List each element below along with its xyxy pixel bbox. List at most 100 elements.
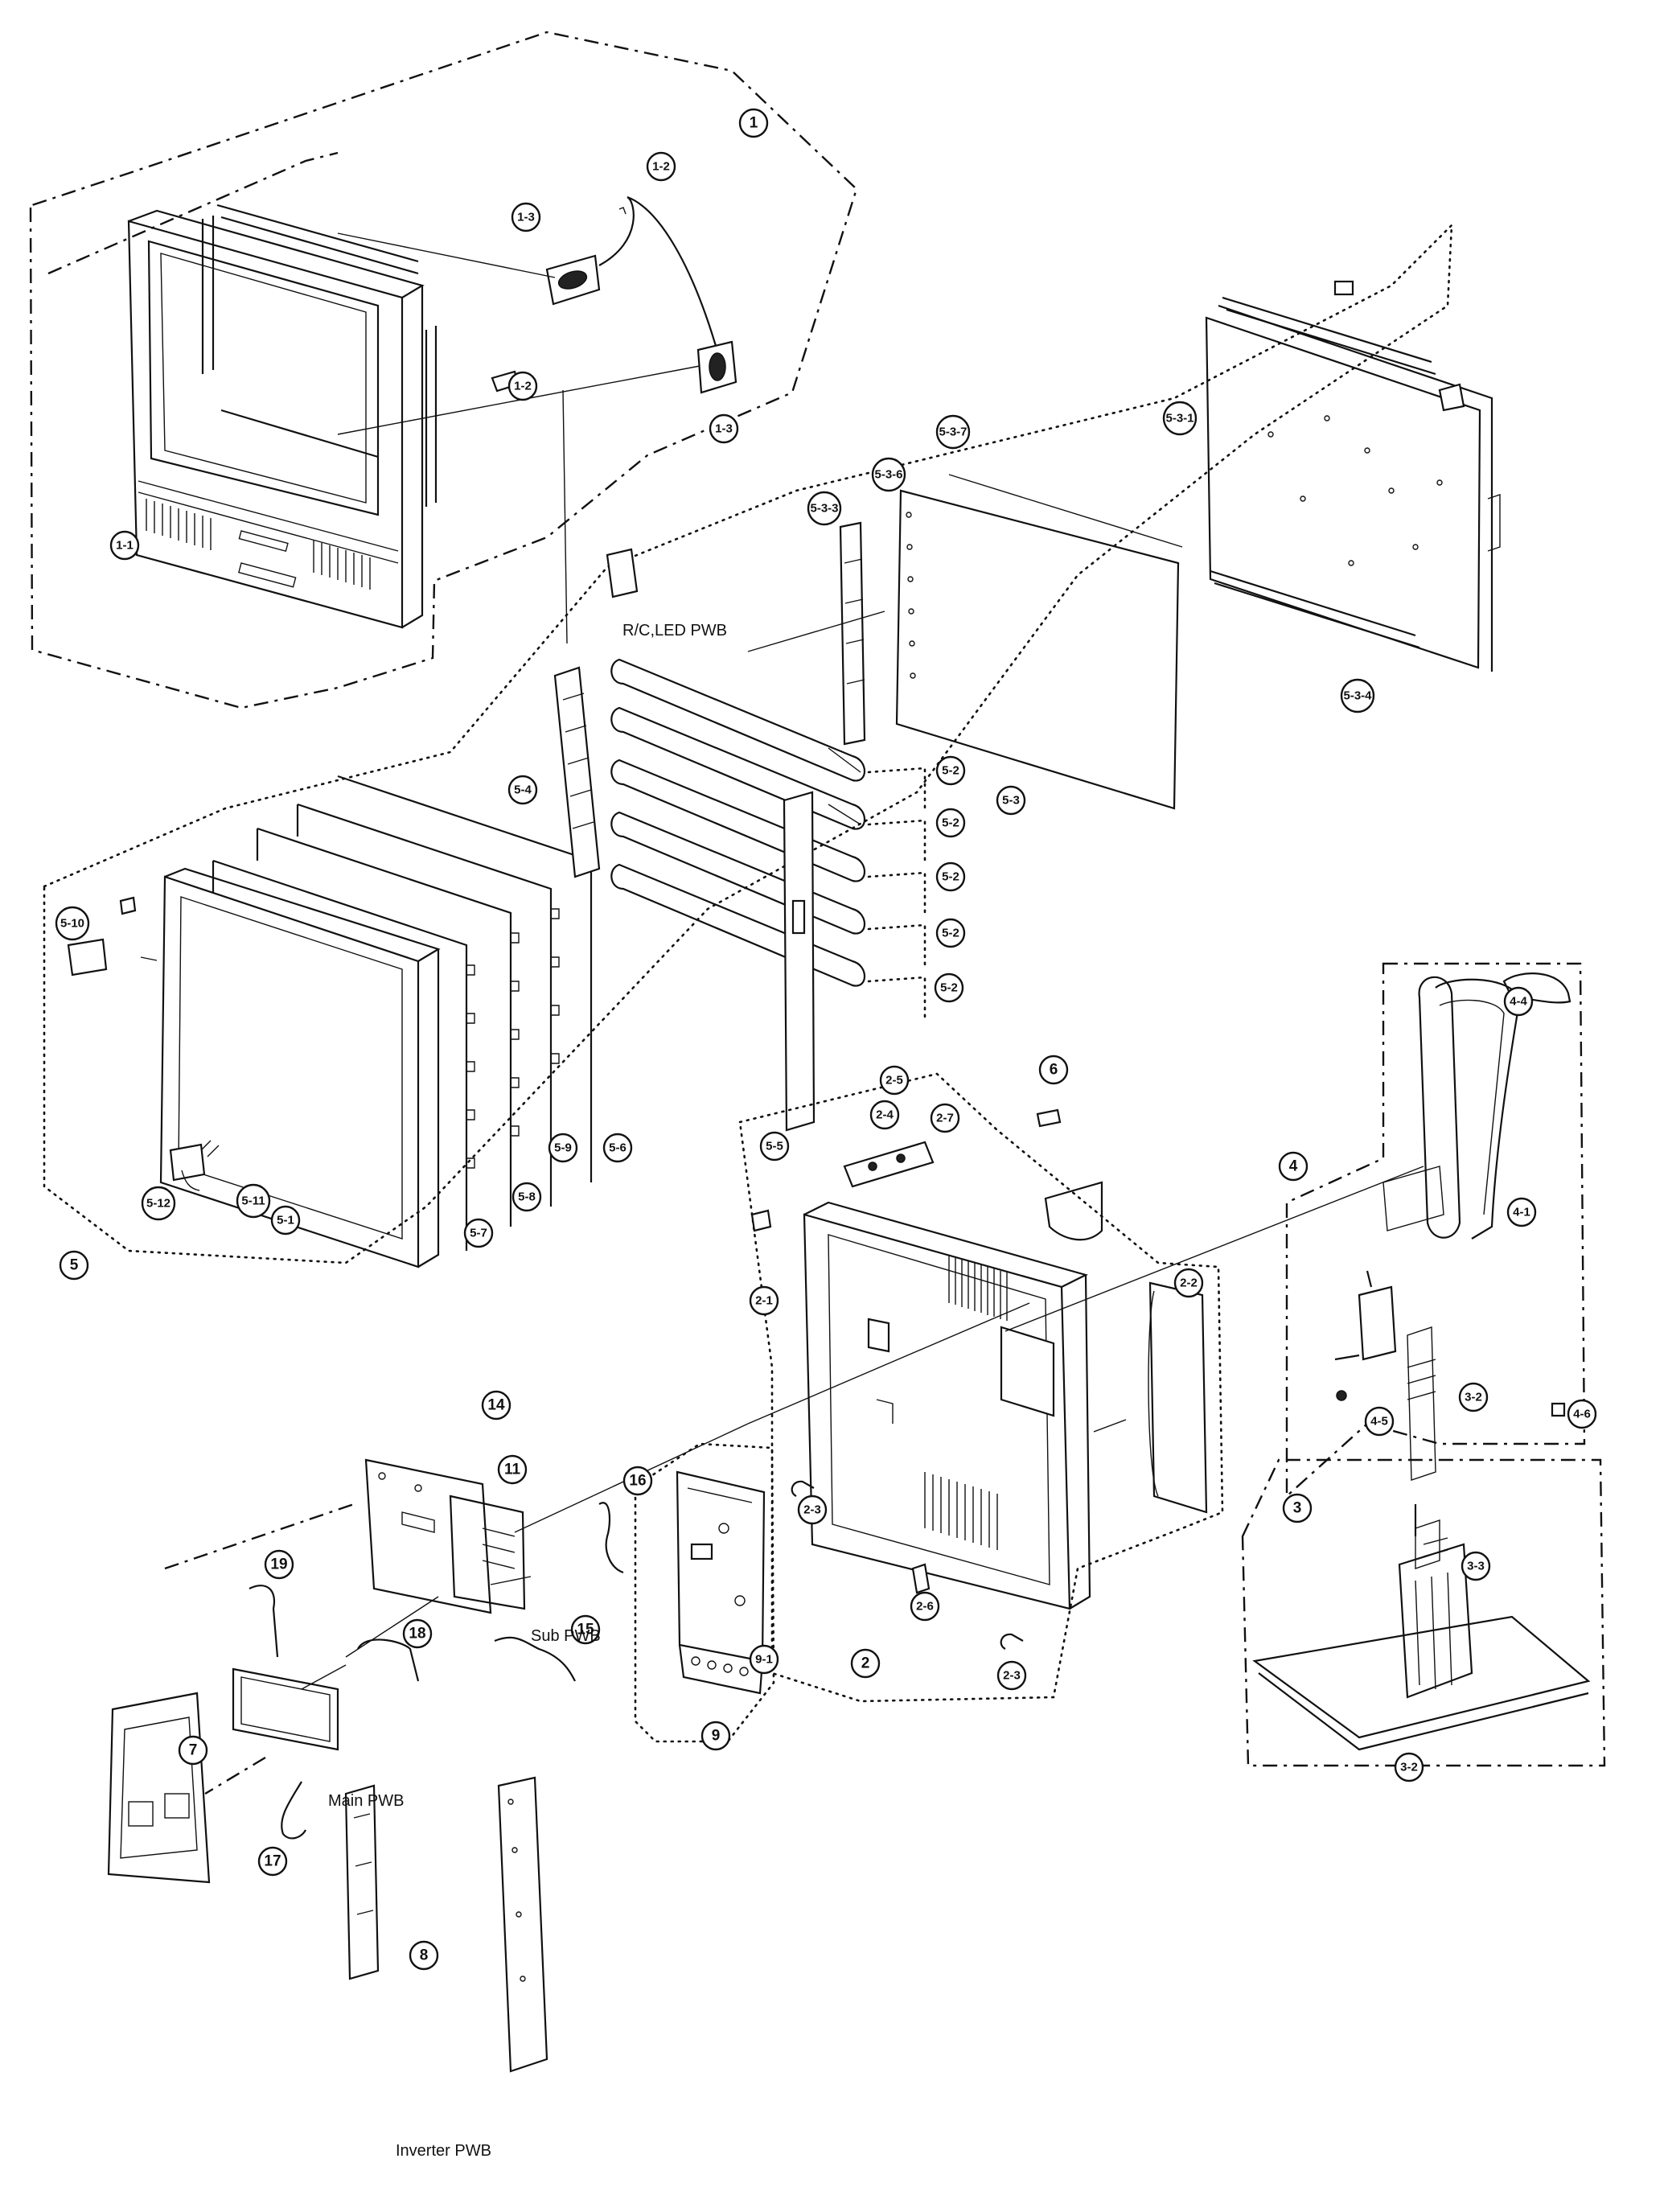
callout-circle [1278, 1151, 1309, 1182]
callout-circle [996, 1660, 1027, 1691]
callout-number: 5-2 [942, 870, 959, 884]
callout-circle [1567, 1399, 1597, 1429]
callout-number: 1-3 [715, 422, 733, 436]
callout-number: 3-3 [1467, 1560, 1485, 1573]
callout-number: 5-3-3 [810, 502, 838, 516]
callout-circle [807, 491, 842, 526]
callout-number: 5-2 [942, 927, 959, 940]
callout-circle [850, 1648, 881, 1679]
callout-number: 4-6 [1573, 1408, 1591, 1421]
callout-number: 17 [264, 1853, 281, 1870]
callout-number: 5 [70, 1257, 79, 1274]
callout-circle [797, 1495, 828, 1525]
callout-number: 1 [750, 115, 758, 132]
callout-number: 2-6 [916, 1600, 934, 1614]
callout-5-6: 5-6 [602, 1133, 633, 1163]
callout-number: 5-1 [277, 1214, 294, 1227]
callout-circle [700, 1721, 731, 1751]
callout-circle [1282, 1493, 1313, 1523]
group-1-front-cabinet [29, 31, 858, 709]
callout-5-2d: 5-2 [935, 918, 966, 948]
callout-5-12: 5-12 [141, 1186, 176, 1221]
callout-circle [463, 1218, 494, 1248]
callout-2: 2 [850, 1648, 881, 1679]
callout-circle [930, 1103, 960, 1133]
callout-circle [738, 108, 769, 138]
callout-circle [1038, 1055, 1069, 1085]
callout-circle [759, 1131, 790, 1162]
callout-circle [935, 861, 966, 892]
callout-4-6: 4-6 [1567, 1399, 1597, 1429]
callout-2-3a: 2-3 [797, 1495, 828, 1525]
group-5-lcd-panel [43, 222, 1501, 1268]
callout-circle [481, 1390, 511, 1421]
callout-circle [709, 413, 739, 444]
callout-1: 1 [738, 108, 769, 138]
callout-number: 1-3 [517, 211, 535, 224]
callout-circle [1340, 678, 1375, 713]
callout-circle [1461, 1551, 1491, 1581]
callout-18: 18 [402, 1618, 433, 1649]
callout-circle [1503, 986, 1534, 1017]
lower-boards [107, 548, 749, 2073]
callout-4: 4 [1278, 1151, 1309, 1182]
callout-circle [749, 1285, 779, 1316]
callout-number: 5-10 [60, 917, 84, 931]
callout-number: 5-3-6 [874, 468, 902, 482]
callout-circle [270, 1205, 301, 1236]
callout-5-3-3: 5-3-3 [807, 491, 842, 526]
callout-circle [1173, 1268, 1204, 1298]
callout-circle [935, 808, 966, 838]
callout-layer: 11-11-21-21-31-35-3-15-3-75-3-65-3-35-3-… [55, 108, 1597, 1971]
callout-circle [507, 371, 538, 401]
callout-number: 9-1 [755, 1653, 773, 1667]
callout-number: 5-2 [942, 764, 959, 778]
callout-number: 18 [409, 1626, 425, 1643]
callout-5-3-7: 5-3-7 [935, 414, 971, 450]
callout-5-3-6: 5-3-6 [871, 457, 906, 492]
callout-circle [1162, 401, 1198, 436]
callout-number: 3-2 [1400, 1761, 1418, 1774]
callout-5-9: 5-9 [548, 1133, 578, 1163]
callout-circle [622, 1466, 653, 1496]
callout-circle [996, 785, 1026, 816]
callout-circle [59, 1250, 89, 1281]
callout-circle [869, 1100, 900, 1130]
callout-number: 7 [189, 1742, 198, 1759]
callout-circle [935, 755, 966, 786]
callout-circle [236, 1183, 271, 1219]
callout-number: 5-7 [470, 1227, 487, 1240]
callout-5-3-1: 5-3-1 [1162, 401, 1198, 436]
inverter-pwb-label: Inverter PWB [396, 2142, 491, 2160]
callout-circle [749, 1644, 779, 1675]
callout-circle [1506, 1197, 1537, 1227]
callout-number: 2-7 [936, 1112, 954, 1125]
callout-2-5: 2-5 [879, 1065, 910, 1096]
callout-circle [511, 202, 541, 232]
ccfl-lamps [610, 658, 865, 987]
group-4-stand-neck [1285, 962, 1586, 1499]
callout-circle [879, 1065, 910, 1096]
callout-number: 19 [270, 1556, 287, 1573]
callout-5-1: 5-1 [270, 1205, 301, 1236]
callout-5: 5 [59, 1250, 89, 1281]
lamp-holder-5-4 [553, 666, 601, 878]
callout-17: 17 [257, 1846, 288, 1877]
callout-number: 3-2 [1465, 1391, 1482, 1404]
callout-number: 1-1 [116, 539, 134, 553]
callout-number: 8 [420, 1947, 429, 1964]
callout-4-1: 4-1 [1506, 1197, 1537, 1227]
callout-number: 9 [712, 1728, 721, 1745]
callout-circle [1458, 1382, 1489, 1412]
callout-5-10: 5-10 [55, 906, 90, 941]
speaker-right [696, 340, 737, 394]
callout-number: 5-12 [146, 1197, 170, 1211]
callout-circle [548, 1133, 578, 1163]
callout-16: 16 [622, 1466, 653, 1496]
callout-5-4: 5-4 [507, 775, 538, 805]
callout-8: 8 [409, 1940, 439, 1971]
callout-4-5: 4-5 [1364, 1406, 1395, 1437]
callout-2-1: 2-1 [749, 1285, 779, 1316]
callout-number: 16 [629, 1473, 646, 1490]
